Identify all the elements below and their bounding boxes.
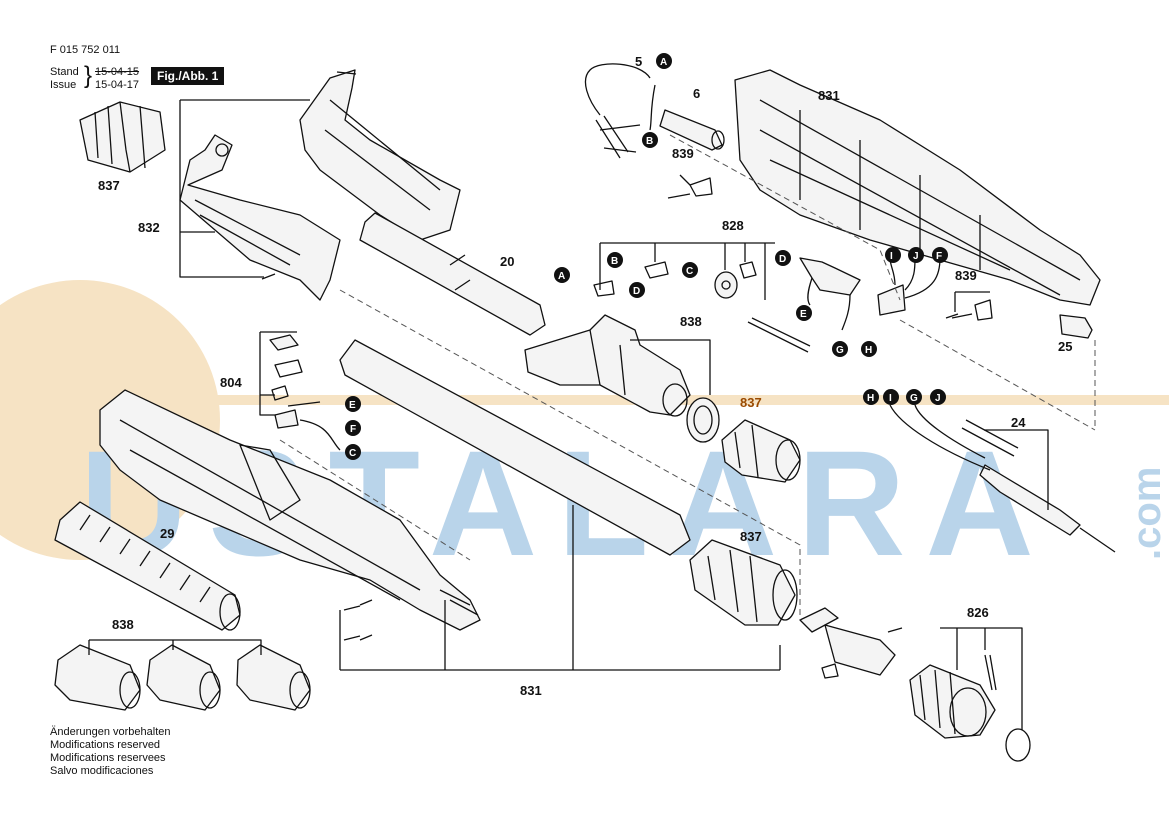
label-6: 6 (693, 86, 700, 101)
connector-e-right: E (800, 309, 807, 320)
connector-g-bottom: G (910, 393, 918, 404)
watermark-band (0, 395, 1169, 405)
part-838-nozzle (524, 314, 691, 417)
connector-f-left: F (350, 424, 356, 435)
brace-glyph: } (84, 62, 93, 89)
connector-c-mid: C (686, 266, 693, 277)
connector-b-top: B (646, 136, 653, 147)
connector-j-bottom: J (935, 393, 941, 404)
issue-date: 15-04-17 (95, 79, 140, 91)
part-837-sleeve-top (79, 101, 166, 173)
part-6-rod (659, 109, 725, 151)
label-838-a: 838 (680, 314, 702, 329)
label-5: 5 (635, 54, 642, 69)
connector-c-left: C (349, 448, 356, 459)
part-804-switch-parts (269, 334, 341, 451)
label-804: 804 (220, 375, 242, 390)
label-831-b: 831 (520, 683, 542, 698)
connector-i-bottom: I (889, 393, 892, 404)
label-20: 20 (500, 254, 514, 269)
part-837-ring (686, 397, 720, 443)
part-832-handle (179, 134, 341, 301)
connector-d-right: D (779, 254, 786, 265)
label-25: 25 (1058, 339, 1072, 354)
label-828: 828 (722, 218, 744, 233)
part-25-cap (1059, 314, 1093, 339)
connector-d-mid: D (633, 286, 640, 297)
connector-e-left: E (349, 400, 356, 411)
part-828-pin (747, 317, 811, 353)
part-839-clip-top (667, 174, 713, 199)
note-en: Modifications reserved (50, 739, 161, 751)
label-831-a: 831 (818, 88, 840, 103)
label-838-b: 838 (112, 617, 134, 632)
part-5-cord (584, 63, 656, 159)
label-826: 826 (967, 605, 989, 620)
watermark-suffix: .com (1125, 467, 1169, 560)
part-clip-c (824, 624, 896, 676)
part-831-housing-right (734, 69, 1101, 306)
part-clip-b (821, 663, 839, 679)
part-20-tube (359, 212, 546, 336)
part-826-motor (909, 654, 1031, 762)
connector-j-right: J (913, 251, 919, 262)
stand-date: 15-04-15 (95, 66, 140, 78)
label-837-b: 837 (740, 395, 762, 410)
part-839-clip-right (951, 291, 993, 321)
label-29: 29 (160, 526, 174, 541)
connector-a-top: A (660, 57, 667, 68)
connector-markers: A B B C A D D E G H I J F E F C H I G J (345, 53, 948, 460)
connector-h-right: H (865, 345, 872, 356)
figure-label: Fig./Abb. 1 (151, 67, 225, 85)
label-837-a: 837 (98, 178, 120, 193)
part-828-module (799, 257, 861, 331)
part-clip-a (799, 607, 839, 633)
screws (261, 273, 959, 641)
part-837-sleeve-bottom (689, 539, 798, 626)
part-24-element (889, 404, 1116, 553)
label-839-b: 839 (955, 268, 977, 283)
stand-label: Stand (50, 66, 79, 78)
part-long-tube (339, 339, 691, 556)
part-831-main-housing (99, 389, 481, 631)
label-832: 832 (138, 220, 160, 235)
connector-h-bottom: H (867, 393, 874, 404)
part-828-switch (593, 261, 757, 299)
doc-number: F 015 752 011 (50, 44, 121, 56)
part-terminal-block (877, 284, 906, 316)
part-831-shell-top (299, 69, 461, 241)
connector-f-right: F (936, 251, 942, 262)
connector-b-mid: B (611, 256, 618, 267)
connector-i-right: I (890, 251, 893, 262)
note-de: Änderungen vorbehalten (50, 726, 171, 738)
note-es: Salvo modificaciones (50, 765, 154, 777)
part-29-flex-hose (54, 501, 241, 631)
label-839-a: 839 (672, 146, 694, 161)
issue-label: Issue (50, 79, 77, 91)
part-837-sleeve-mid (721, 419, 801, 483)
note-fr: Modifications reservees (50, 752, 166, 764)
connector-a-mid: A (558, 271, 565, 282)
label-24: 24 (1011, 415, 1026, 430)
label-837-c: 837 (740, 529, 762, 544)
part-838-nozzle-set (54, 644, 311, 711)
connector-g-right: G (836, 345, 844, 356)
